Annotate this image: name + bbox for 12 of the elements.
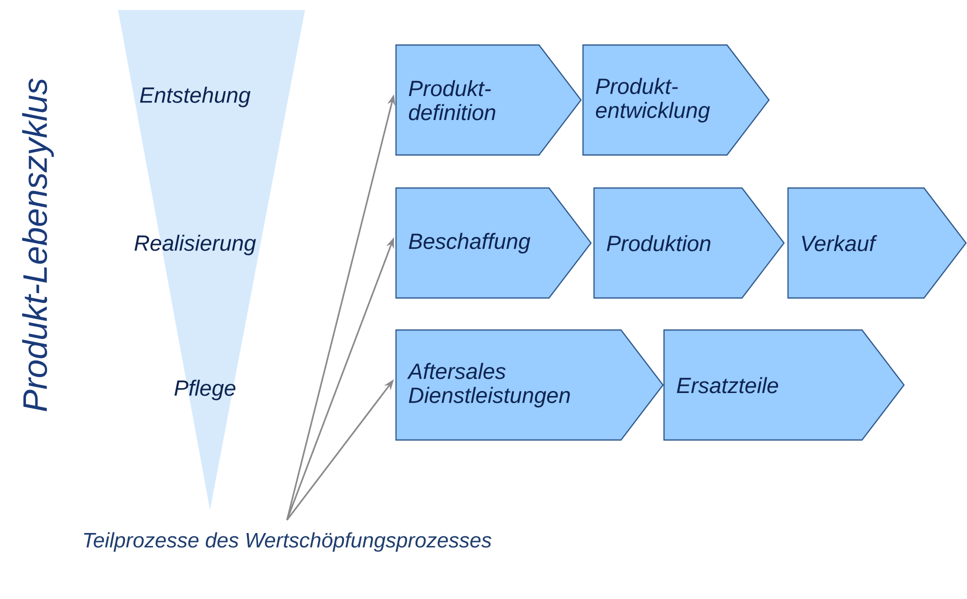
chevron-box: Produktion bbox=[593, 187, 785, 299]
chevron-box: Beschaffung bbox=[395, 187, 592, 299]
chevron-box: Produkt-definition bbox=[395, 44, 582, 156]
caption-text: Teilprozesse des Wertschöpfungsprozesses bbox=[84, 532, 492, 552]
vertical-title: Produkt-Lebenszyklus bbox=[22, 78, 54, 412]
phase-label: Realisierung bbox=[134, 234, 256, 256]
chevron-box: Produkt-entwicklung bbox=[582, 44, 770, 156]
phase-label: Entstehung bbox=[140, 86, 250, 108]
chevron-box: Aftersales Dienstleistungen bbox=[395, 329, 664, 441]
chevron-box: Verkauf bbox=[787, 187, 967, 299]
phase-label: Pflege bbox=[174, 380, 236, 400]
chevron-box: Ersatzteile bbox=[663, 329, 905, 441]
